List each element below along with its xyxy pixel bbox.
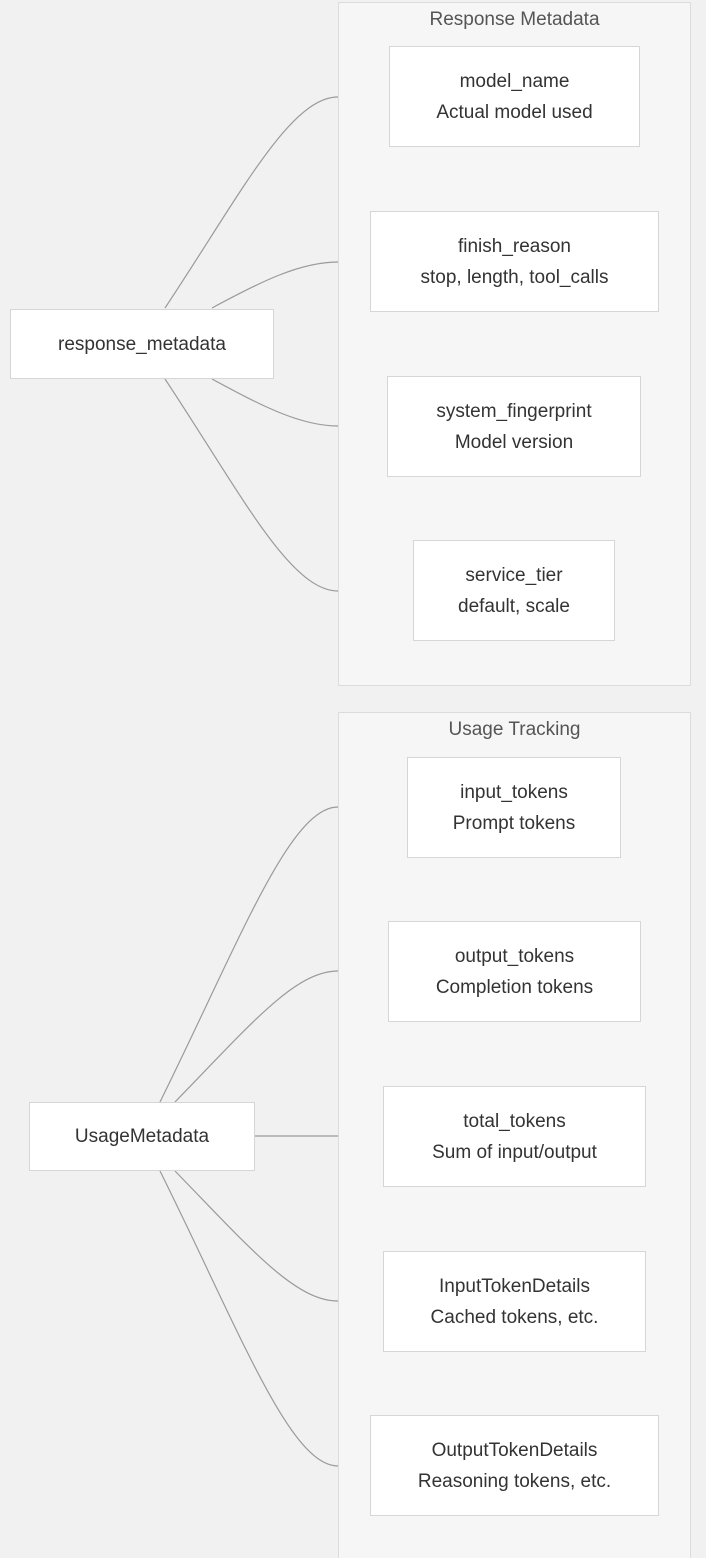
node-field-description: Sum of input/output [432,1141,597,1163]
response-metadata-label: response_metadata [58,333,226,355]
node-field-description: Actual model used [436,101,593,123]
node-field-name: output_tokens [454,945,575,967]
edge-response-system-fingerprint [211,378,388,431]
input-token-details-node[interactable]: InputTokenDetails Cached tokens, etc. [383,1251,646,1352]
edge-response-service-tier [164,378,414,596]
node-field-name: input_tokens [460,781,568,803]
service-tier-node[interactable]: service_tier default, scale [413,540,615,641]
node-field-description: Prompt tokens [452,812,576,834]
response-metadata-cluster-title: Response Metadata [429,9,600,30]
usage-metadata-label: UsageMetadata [74,1126,210,1147]
edge-usage-output-tokens [174,966,389,1103]
node-field-description: stop, length, tool_calls [420,266,609,288]
node-field-name: service_tier [465,564,563,586]
edge-usage-input-tokens [159,802,408,1103]
node-field-name: model_name [459,70,570,92]
edge-usage-input-token-details [174,1170,384,1306]
finish-reason-node[interactable]: finish_reason stop, length, tool_calls [370,211,659,312]
total-tokens-node[interactable]: total_tokens Sum of input/output [383,1086,646,1187]
system-fingerprint-node[interactable]: system_fingerprint Model version [387,376,641,477]
edge-response-finish-reason [211,257,371,309]
node-field-description: Reasoning tokens, etc. [417,1470,612,1492]
output-token-details-node[interactable]: OutputTokenDetails Reasoning tokens, etc… [370,1415,659,1516]
response-metadata-node[interactable]: response_metadata [10,309,274,379]
output-tokens-node[interactable]: output_tokens Completion tokens [388,921,641,1022]
input-tokens-node[interactable]: input_tokens Prompt tokens [407,757,621,858]
edge-response-model-name [164,92,390,309]
node-field-name: OutputTokenDetails [431,1439,598,1461]
model-name-node[interactable]: model_name Actual model used [389,46,640,147]
usage-metadata-node[interactable]: UsageMetadata [29,1102,255,1171]
node-field-description: Cached tokens, etc. [430,1306,599,1328]
node-field-name: total_tokens [463,1110,566,1132]
usage-tracking-cluster-title: Usage Tracking [448,719,581,740]
node-field-description: Model version [454,431,574,453]
node-field-description: Completion tokens [435,976,594,998]
node-field-name: system_fingerprint [436,400,592,422]
edge-usage-output-token-details [159,1170,371,1471]
node-field-name: InputTokenDetails [438,1275,591,1297]
node-field-description: default, scale [458,595,570,617]
node-field-name: finish_reason [457,235,572,257]
